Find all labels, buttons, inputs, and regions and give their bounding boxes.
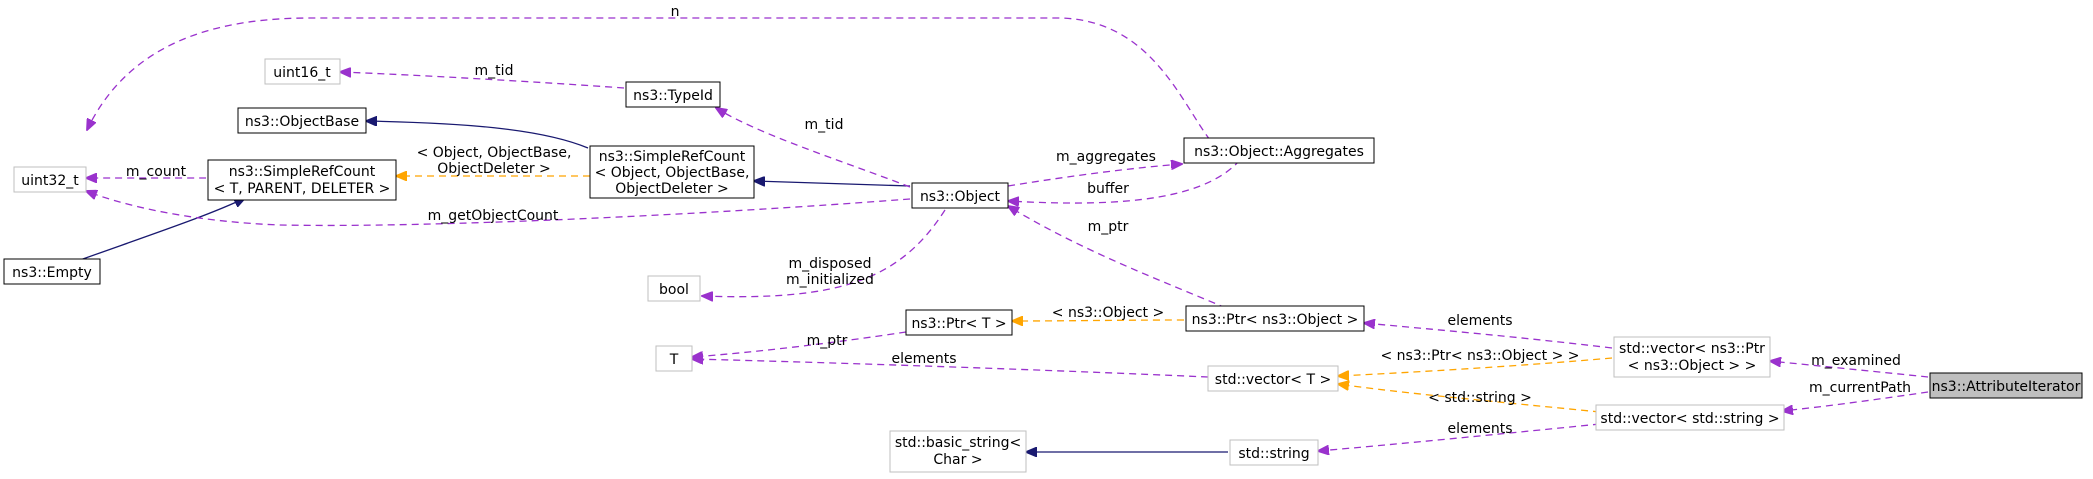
edge-vector-t-t-elements — [692, 359, 1209, 378]
node-vector-ptr-line-2: < ns3::Object > > — [1628, 358, 1757, 374]
node-object-aggregates-label: ns3::Object::Aggregates — [1194, 144, 1364, 160]
nodes: uint32_t uint16_t ns3::ObjectBase ns3::E… — [3, 58, 2083, 473]
edge-label-template-args-vector-string: < std::string > — [1428, 390, 1532, 406]
edge-label-m-ptr-object: m_ptr — [1088, 219, 1129, 235]
edge-object-bool — [689, 209, 946, 300]
node-vector-t[interactable]: std::vector< T > — [1207, 365, 1339, 392]
node-ptr-object-label: ns3::Ptr< ns3::Object > — [1192, 312, 1359, 328]
edge-aggregates-uint32-n — [87, 17, 1211, 141]
edge-label-template-args-ptr: < ns3::Object > — [1052, 305, 1164, 321]
edge-label-m-tid-typeid: m_tid — [805, 117, 844, 133]
node-attributeiterator[interactable]: ns3::AttributeIterator — [1929, 372, 2083, 399]
edge-label-m-examined: m_examined — [1811, 353, 1901, 369]
node-vector-ptr-line-1: std::vector< ns3::Ptr — [1619, 341, 1765, 357]
node-bool-label: bool — [659, 282, 689, 298]
edge-label-m-getobjectcount: m_getObjectCount — [428, 208, 559, 224]
node-uint16-t[interactable]: uint16_t — [264, 58, 341, 85]
edge-ptr-object-ptr-t — [1012, 320, 1185, 321]
node-objectbase[interactable]: ns3::ObjectBase — [237, 107, 367, 134]
node-bool[interactable]: bool — [647, 275, 701, 302]
node-t[interactable]: T — [655, 345, 693, 372]
edge-label-m-disposed: m_disposed — [789, 256, 872, 272]
node-attributeiterator-label: ns3::AttributeIterator — [1932, 379, 2081, 395]
node-simplerefcount-object-line-2: < Object, ObjectBase, — [595, 165, 750, 181]
edge-label-m-tid-uint16: m_tid — [475, 63, 514, 79]
edge-aggregates-object-buffer — [1008, 159, 1241, 203]
node-empty[interactable]: ns3::Empty — [3, 258, 101, 285]
edge-srcount-object-objectbase — [366, 121, 589, 149]
edge-label-n: n — [671, 4, 680, 20]
edge-vector-string-vector-t — [1338, 384, 1601, 413]
node-typeid[interactable]: ns3::TypeId — [625, 81, 721, 108]
node-t-label: T — [669, 352, 679, 368]
node-simplerefcount-object-line-3: ObjectDeleter > — [615, 181, 729, 197]
edge-empty-srcount — [79, 198, 245, 261]
edge-object-srcount-object — [754, 181, 911, 187]
node-ptr-t-label: ns3::Ptr< T > — [911, 316, 1006, 332]
node-ptr-object[interactable]: ns3::Ptr< ns3::Object > — [1185, 305, 1365, 332]
edge-object-uint32-getobjectcount — [86, 191, 911, 227]
node-object-aggregates[interactable]: ns3::Object::Aggregates — [1183, 137, 1375, 164]
node-simplerefcount-object[interactable]: ns3::SimpleRefCount < Object, ObjectBase… — [589, 145, 755, 199]
edges — [79, 17, 1929, 452]
node-uint32-t-label: uint32_t — [21, 173, 79, 189]
node-basic-string[interactable]: std::basic_string< Char > — [889, 430, 1027, 473]
node-uint16-t-label: uint16_t — [273, 65, 331, 81]
edge-ptr-object-m-ptr — [1008, 206, 1227, 309]
node-vector-t-label: std::vector< T > — [1215, 372, 1331, 388]
edge-labels: n m_tid m_count < Object, ObjectBase, Ob… — [126, 4, 1911, 437]
node-vector-string[interactable]: std::vector< std::string > — [1595, 404, 1785, 431]
node-basic-string-line-1: std::basic_string< — [895, 435, 1021, 451]
edge-label-m-currentpath: m_currentPath — [1809, 380, 1911, 396]
node-uint32-t[interactable]: uint32_t — [13, 166, 87, 193]
node-vector-ptr[interactable]: std::vector< ns3::Ptr < ns3::Object > > — [1613, 336, 1771, 378]
edge-label-template-args-object-2: ObjectDeleter > — [437, 161, 551, 177]
node-object[interactable]: ns3::Object — [911, 182, 1009, 209]
edge-object-aggregates — [1007, 164, 1182, 187]
edge-ptr-t-t-m-ptr — [692, 331, 907, 357]
edge-label-m-ptr-t: m_ptr — [807, 333, 848, 349]
edge-vector-ptr-elements — [1364, 323, 1613, 349]
edge-label-m-initialized: m_initialized — [786, 272, 874, 288]
edge-iterator-vector-string — [1782, 391, 1929, 411]
node-typeid-label: ns3::TypeId — [633, 88, 713, 104]
node-simplerefcount-object-line-1: ns3::SimpleRefCount — [599, 149, 746, 165]
node-ptr-t[interactable]: ns3::Ptr< T > — [905, 309, 1013, 336]
edge-label-m-aggregates: m_aggregates — [1056, 149, 1156, 165]
edge-label-template-args-object-1: < Object, ObjectBase, — [417, 145, 572, 161]
edge-label-template-args-vector-ptr: < ns3::Ptr< ns3::Object > > — [1380, 348, 1579, 364]
edge-vector-string-elements — [1318, 423, 1601, 451]
node-std-string[interactable]: std::string — [1229, 439, 1319, 466]
node-vector-string-label: std::vector< std::string > — [1600, 411, 1779, 427]
edge-object-typeid-m-tid — [716, 108, 911, 188]
node-simplerefcount-template[interactable]: ns3::SimpleRefCount < T, PARENT, DELETER… — [207, 159, 397, 201]
edge-label-elements-ptr: elements — [1447, 313, 1512, 329]
node-objectbase-label: ns3::ObjectBase — [245, 114, 359, 130]
edge-label-buffer: buffer — [1087, 181, 1129, 197]
node-simplerefcount-template-line-2: < T, PARENT, DELETER > — [214, 181, 391, 197]
edge-label-elements-t: elements — [891, 351, 956, 367]
node-empty-label: ns3::Empty — [12, 265, 92, 281]
node-object-label: ns3::Object — [920, 189, 1001, 205]
edge-iterator-vector-ptr — [1770, 361, 1929, 378]
node-basic-string-line-2: Char > — [933, 452, 982, 468]
edge-label-m-count: m_count — [126, 164, 187, 180]
node-std-string-label: std::string — [1238, 446, 1309, 462]
node-simplerefcount-template-line-1: ns3::SimpleRefCount — [229, 164, 376, 180]
edge-vector-ptr-vector-t — [1338, 357, 1613, 376]
edge-label-elements-string: elements — [1447, 421, 1512, 437]
